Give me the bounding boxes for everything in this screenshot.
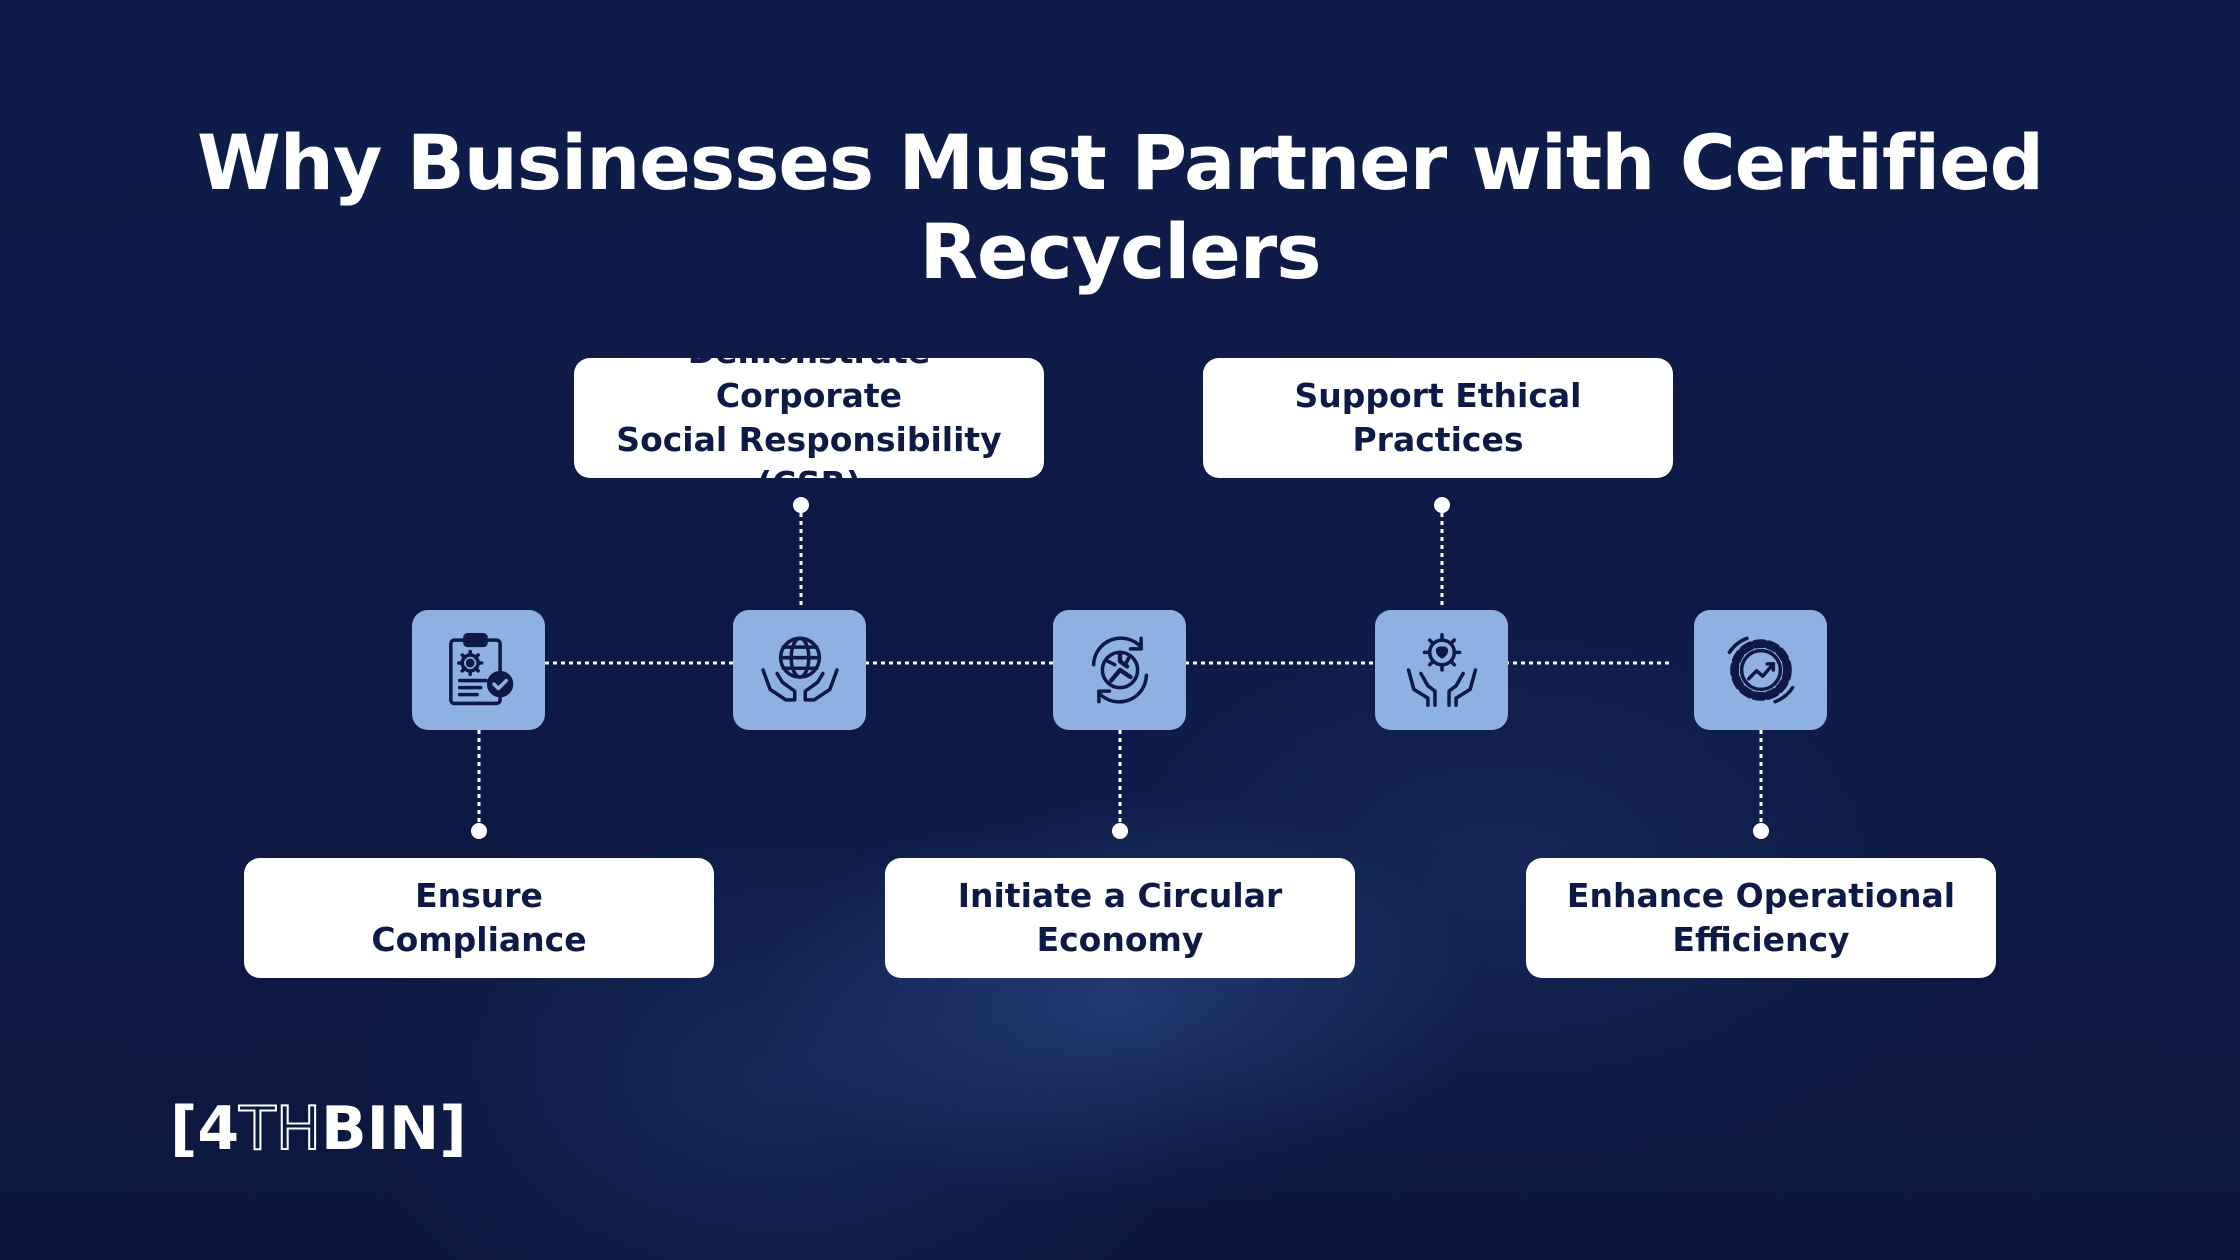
- globe-hands-icon: [760, 636, 839, 702]
- connector-dot-csr: [793, 497, 809, 513]
- step-2-label-line-1: Demonstrate Corporate: [687, 332, 931, 415]
- step-2-icon-tile: [733, 610, 866, 730]
- page-title: Why Businesses Must Partner with Certifi…: [196, 118, 2044, 296]
- logo-th: TH: [238, 1093, 322, 1165]
- step-3-label-box: Initiate a Circular Economy: [885, 858, 1355, 978]
- logo-bracket-open: [: [170, 1094, 198, 1164]
- step-5-label-line-1: Enhance Operational: [1566, 876, 1956, 915]
- logo-bracket-close: ]: [439, 1094, 467, 1164]
- step-5-label-box: Enhance Operational Efficiency: [1526, 858, 1996, 978]
- connector-dot-circular-economy: [1112, 823, 1128, 839]
- gear-growth-chart-icon: [1727, 636, 1794, 704]
- step-1-label-line-1: Ensure: [415, 876, 543, 915]
- step-4-label-line-1: Support Ethical: [1294, 376, 1582, 415]
- connector-dot-operational-efficiency: [1753, 823, 1769, 839]
- step-5-label-line-2: Efficiency: [1672, 920, 1850, 959]
- step-2-label-line-2: Social Responsibility (CSR): [616, 420, 1002, 503]
- logo-four: 4: [197, 1094, 240, 1164]
- step-3-label-line-2: Economy: [1036, 920, 1204, 959]
- step-1-label-line-2: Compliance: [371, 920, 587, 959]
- clipboard-gear-check-icon: [448, 633, 513, 706]
- step-3-icon-tile: [1053, 610, 1186, 730]
- step-3-label-line-1: Initiate a Circular: [957, 876, 1283, 915]
- step-5-icon-tile: [1694, 610, 1827, 730]
- circular-recycle-icon: [1091, 636, 1148, 704]
- gear-heart-hands-icon: [1406, 633, 1477, 707]
- connector-dot-ensure-compliance: [471, 823, 487, 839]
- step-4-label-line-2: Practices: [1352, 420, 1524, 459]
- connector-dot-ethical-practices: [1434, 497, 1450, 513]
- step-4-icon-tile: [1375, 610, 1508, 730]
- logo-bin: BIN: [320, 1094, 440, 1164]
- step-1-label-box: Ensure Compliance: [244, 858, 714, 978]
- step-2-label-box: Demonstrate Corporate Social Responsibil…: [574, 332, 1044, 503]
- step-4-label-box: Support Ethical Practices: [1203, 358, 1673, 478]
- step-1-icon-tile: [412, 610, 545, 730]
- brand-logo: [ 4 TH BIN ]: [170, 1093, 467, 1165]
